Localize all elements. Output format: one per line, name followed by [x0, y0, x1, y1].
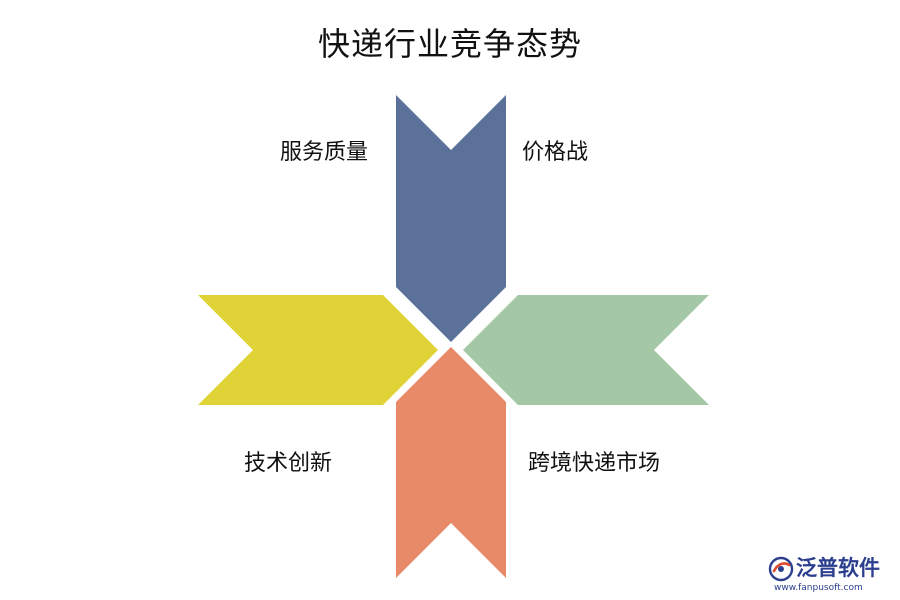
- label-cross-border-express: 跨境快递市场: [528, 451, 661, 476]
- arrow-bottom: [396, 347, 506, 578]
- label-tech-innovation: 技术创新: [244, 451, 333, 476]
- brand-name: 泛普软件: [796, 556, 880, 580]
- arrow-top: [396, 95, 506, 342]
- arrow-left: [198, 295, 438, 405]
- brand-logo: 泛普软件 www.fanpusoft.com: [768, 553, 894, 597]
- brand-url: www.fanpusoft.com: [774, 583, 863, 593]
- label-service-quality: 服务质量: [280, 140, 369, 165]
- arrow-right: [463, 295, 709, 405]
- diagram-title: 快递行业竞争态势: [317, 25, 582, 63]
- brand-mark-icon: [768, 556, 794, 582]
- label-price-war: 价格战: [522, 140, 589, 165]
